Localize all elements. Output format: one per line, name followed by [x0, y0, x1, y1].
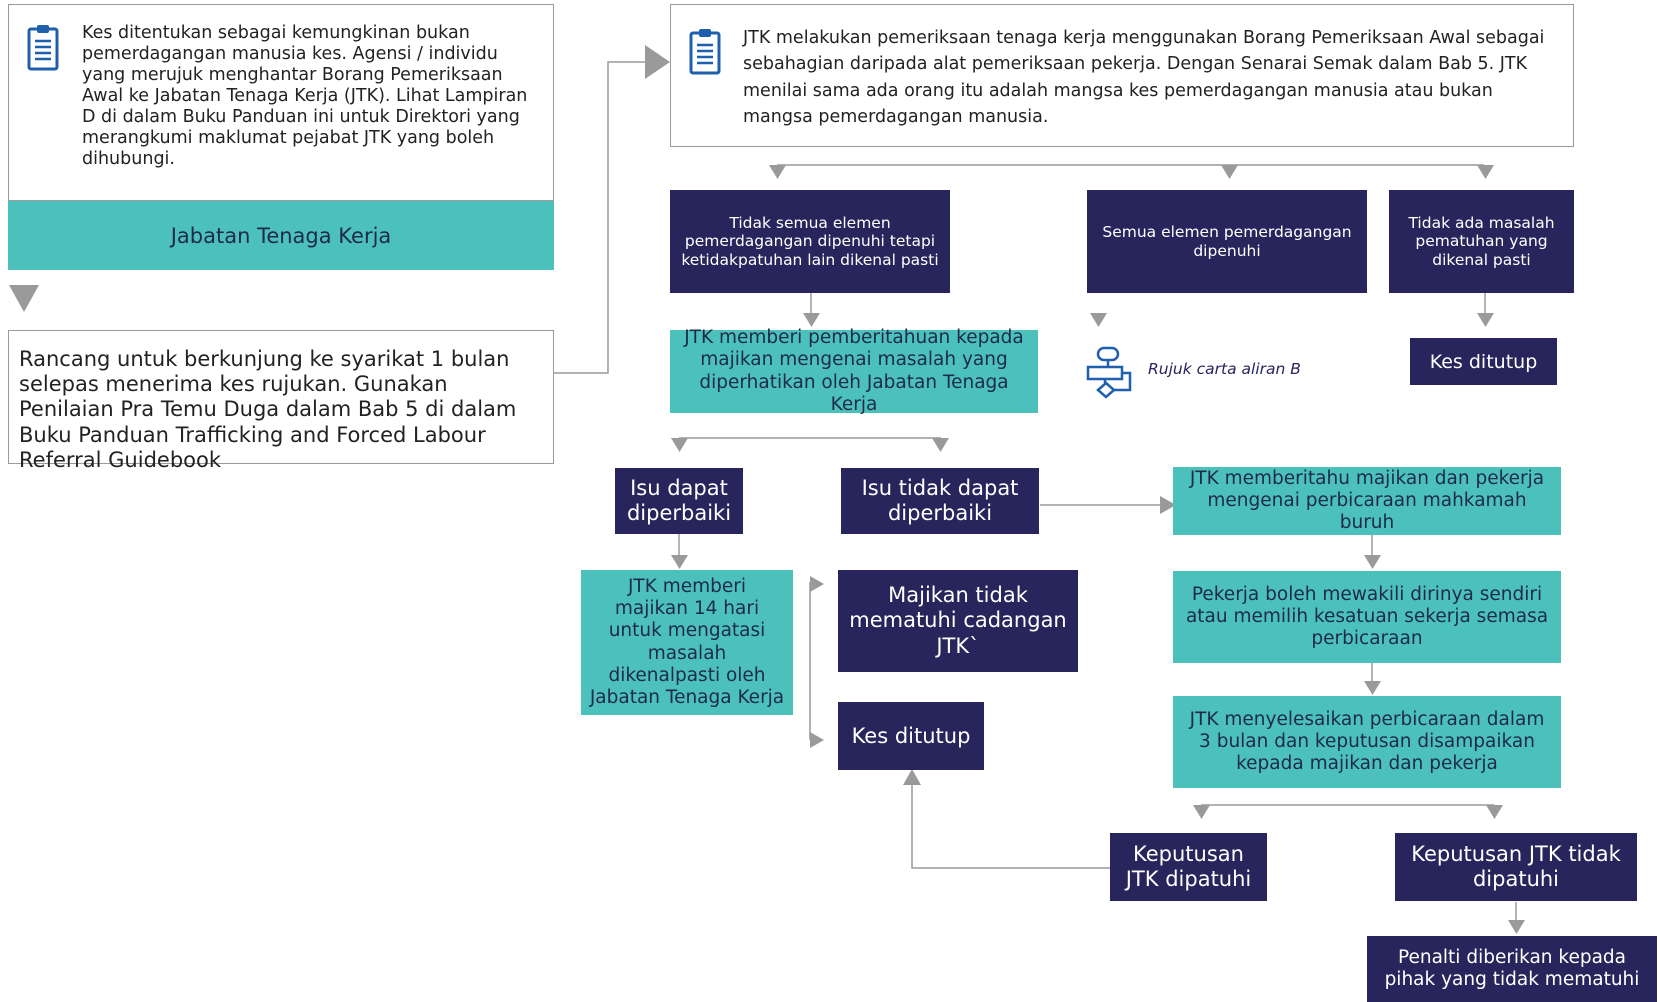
inform-court-box: JTK memberitahu majikan dan pekerja meng… [1173, 467, 1561, 535]
flowchart-icon [1086, 346, 1132, 399]
clipboard-icon [689, 29, 721, 75]
hearing-resolution-box: JTK menyelesaikan perbicaraan dalam 3 bu… [1173, 696, 1561, 788]
issue-fixable-box: Isu dapat diperbaiki [615, 468, 743, 534]
fourteen-days-box: JTK memberi majikan 14 hari untuk mengat… [581, 570, 793, 715]
arrow-to-all [1221, 165, 1238, 179]
plan-visit-box: Rancang untuk berkunjung ke syarikat 1 b… [8, 330, 554, 472]
arrow-intro-down [9, 285, 39, 312]
worker-representation-box: Pekerja boleh mewakili dirinya sendiri a… [1173, 571, 1561, 663]
department-label: Jabatan Tenaga Kerja [8, 201, 554, 270]
connector-ok-to-closed [911, 785, 1110, 869]
outcome-partial-box: Tidak semua elemen pemerdagangan dipenuh… [670, 190, 950, 293]
intro-box: Kes ditentukan sebagai kemungkinan bukan… [8, 4, 554, 201]
outcome-none-box: Tidak ada masalah pematuhan yang dikenal… [1389, 190, 1574, 293]
intro-text: Kes ditentukan sebagai kemungkinan bukan… [82, 23, 528, 169]
arrow-to-noncomply [810, 576, 824, 592]
case-closed-top: Kes ditutup [1410, 338, 1557, 385]
arrow-to-represent [1364, 555, 1381, 569]
connector-plan-to-check [552, 61, 645, 374]
arrow-to-fixable [671, 438, 688, 452]
case-closed-mid: Kes ditutup [838, 702, 984, 770]
arrow-to-resolve [1364, 681, 1381, 695]
arrow-to-notify [803, 313, 820, 327]
arrow-to-closed-top [1477, 313, 1494, 327]
arrow-to-partial [769, 165, 786, 179]
notify-employer-box: JTK memberi pemberitahuan kepada majikan… [670, 327, 1038, 415]
arrow-to-none [1477, 165, 1494, 179]
arrow-to-not [1486, 805, 1503, 819]
arrow-to-check [645, 45, 670, 79]
issue-not-fixable-box: Isu tidak dapat diperbaiki [841, 468, 1039, 534]
refer-flowchart-b-label: Rujuk carta aliran B [1148, 360, 1301, 378]
arrow-to-days [671, 555, 688, 569]
employer-noncompliance-box: Majikan tidak mematuhi cadangan JTK` [838, 570, 1078, 672]
inspection-box: JTK melakukan pemeriksaan tenaga kerja m… [670, 4, 1574, 147]
inspection-text: JTK melakukan pemeriksaan tenaga kerja m… [743, 28, 1545, 127]
arrow-to-inform [1160, 496, 1176, 514]
outcome-all-box: Semua elemen pemerdagangan dipenuhi [1087, 190, 1367, 293]
arrow-to-closed-mid [810, 732, 824, 748]
decision-not-complied-box: Keputusan JTK tidak dipatuhi [1395, 833, 1637, 901]
clipboard-icon [27, 25, 59, 71]
arrow-to-ok [1193, 805, 1210, 819]
decision-complied-box: Keputusan JTK dipatuhi [1110, 833, 1267, 901]
arrow-to-refer [1090, 313, 1107, 327]
penalty-box: Penalti diberikan kepada pihak yang tida… [1367, 936, 1657, 1002]
arrow-to-penalty [1508, 920, 1525, 934]
arrow-to-notfixable [932, 438, 949, 452]
arrow-to-closed-from-ok [903, 769, 921, 785]
